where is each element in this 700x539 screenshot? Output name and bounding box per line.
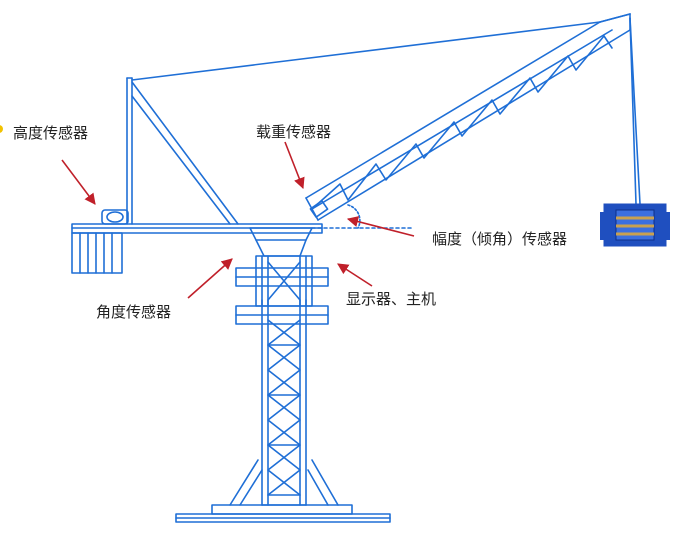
tower-head bbox=[126, 13, 631, 225]
display-host-label: 显示器、主机 bbox=[346, 290, 437, 308]
arrow-angle-sensor bbox=[187, 258, 233, 299]
load-sensor-label: 载重传感器 bbox=[256, 123, 332, 141]
height-sensor-label: 高度传感器 bbox=[13, 124, 89, 142]
arrow-range-sensor bbox=[346, 216, 415, 237]
hook-block bbox=[600, 203, 670, 247]
arrow-load-sensor bbox=[284, 141, 305, 190]
bullet-marker bbox=[0, 125, 3, 133]
counter-jib bbox=[71, 223, 323, 234]
crane-base bbox=[175, 459, 391, 523]
load-sensor-box bbox=[309, 200, 329, 218]
arrow-display-host bbox=[337, 263, 373, 287]
luffing-jib bbox=[305, 13, 631, 221]
winch-box bbox=[101, 209, 129, 225]
arrow-height-sensor bbox=[61, 159, 96, 205]
climbing-frame-lower bbox=[235, 305, 329, 325]
angle-sensor-label: 角度传感器 bbox=[96, 303, 172, 321]
counterweight bbox=[71, 232, 123, 274]
range-sensor-label: 幅度（倾角）传感器 bbox=[432, 230, 568, 248]
range-sensor-angle-arc bbox=[347, 204, 361, 229]
mast-tower bbox=[255, 255, 313, 506]
climbing-frame-upper bbox=[235, 267, 329, 287]
